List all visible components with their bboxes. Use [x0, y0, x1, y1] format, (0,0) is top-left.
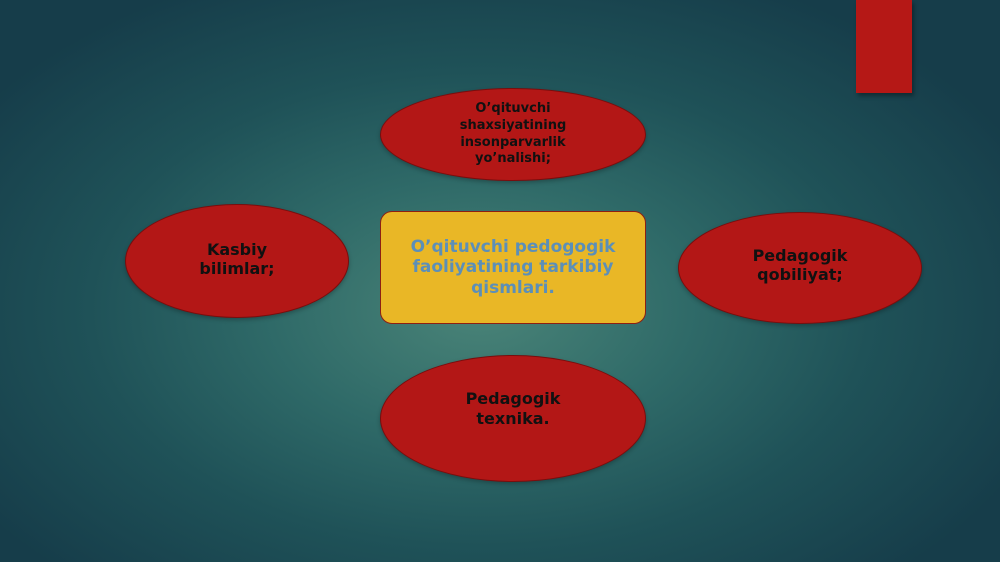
right-ellipse: Pedagogik qobiliyat;	[678, 212, 922, 324]
center-box: O’qituvchi pedogogik faoliyatining tarki…	[380, 211, 646, 324]
bottom-ellipse: Pedagogik texnika.	[380, 355, 646, 482]
bottom-ellipse-label: Pedagogik texnika.	[465, 389, 561, 428]
center-label: O’qituvchi pedogogik faoliyatining tarki…	[410, 236, 616, 298]
left-ellipse: Kasbiy bilimlar;	[125, 204, 349, 318]
right-ellipse-label: Pedagogik qobiliyat;	[752, 245, 848, 284]
top-ellipse-label: O’qituvchi shaxsiyatining insonparvarlik…	[459, 100, 567, 167]
top-ellipse: O’qituvchi shaxsiyatining insonparvarlik…	[380, 88, 646, 181]
left-ellipse-label: Kasbiy bilimlar;	[199, 239, 275, 278]
corner-accent-tab	[856, 0, 912, 93]
